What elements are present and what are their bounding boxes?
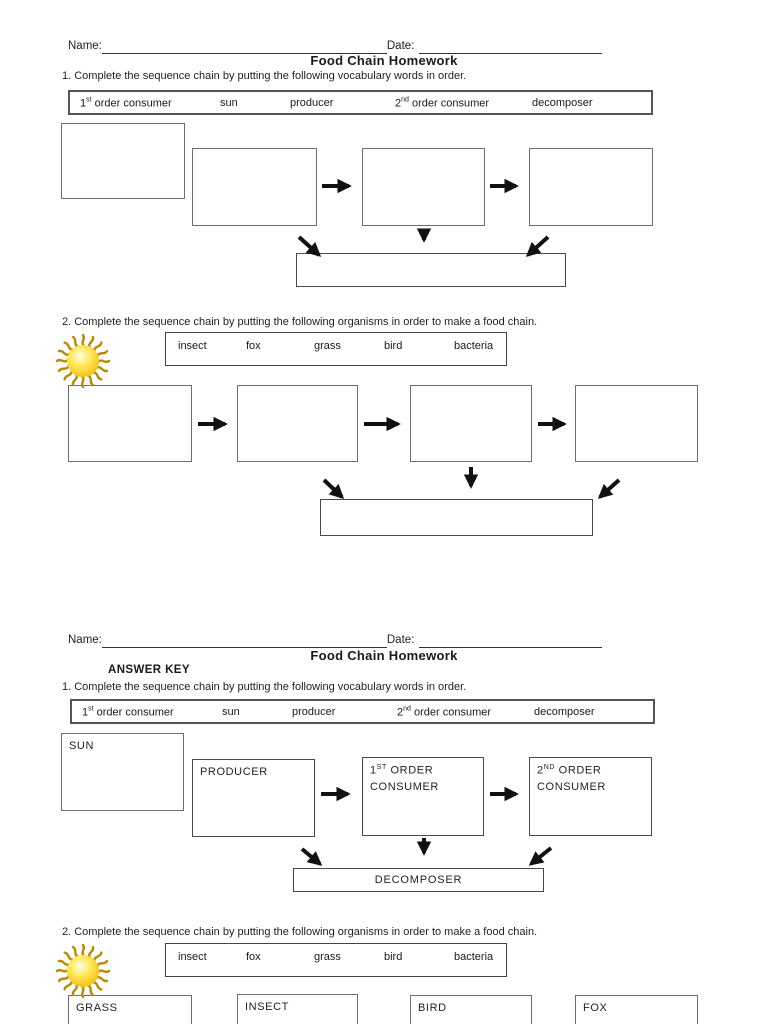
vocab-word-bank: 1st order consumer sun producer 2nd orde…: [68, 90, 653, 115]
q1-blank-box-decomposer: [296, 253, 566, 287]
answer-box-producer: PRODUCER: [192, 759, 315, 837]
bank-word-fox: fox: [246, 340, 261, 353]
bank-word-producer: producer: [292, 705, 336, 718]
answer-box-sun: SUN: [61, 733, 184, 811]
bank-word-bacteria: bacteria: [454, 951, 494, 964]
date-label: Date:: [386, 634, 415, 646]
name-blank-line: [101, 40, 387, 54]
bank-word-sun: sun: [220, 96, 238, 109]
bank-word-bird: bird: [384, 951, 403, 964]
answer-label-producer: PRODUCER: [200, 766, 268, 778]
q1-blank-box-producer: [192, 148, 317, 226]
q1-blank-box-sun: [61, 123, 185, 199]
bank-word-sun: sun: [222, 705, 240, 718]
answer-box-2nd-order: 2ND ORDER CONSUMER: [529, 757, 652, 836]
answer-box-fox: FOX: [575, 995, 698, 1024]
bank-word-producer: producer: [290, 96, 334, 109]
answer-label-grass: GRASS: [76, 1002, 118, 1014]
bank-word-grass: grass: [314, 951, 341, 964]
bank-word-decomposer: decomposer: [532, 96, 593, 109]
q2-blank-box-1: [68, 385, 192, 462]
vocab-word-bank: 1st order consumer sun producer 2nd orde…: [70, 699, 655, 724]
bank-word-2nd-order-consumer: 2nd order consumer: [395, 96, 490, 109]
page-title: Food Chain Homework: [310, 648, 458, 663]
answer-box-bird: BIRD: [410, 995, 532, 1024]
question-2-text: 2. Complete the sequence chain by puttin…: [62, 926, 538, 938]
answer-label-sun: SUN: [69, 740, 95, 752]
bank-word-insect: insect: [178, 951, 207, 964]
answer-label-decomposer: DECOMPOSER: [374, 874, 463, 886]
bank-word-1st-order-consumer: 1st order consumer: [82, 705, 174, 718]
date-label: Date:: [386, 40, 415, 52]
bank-word-insect: insect: [178, 340, 207, 353]
name-blank-line: [101, 634, 387, 648]
bank-word-grass: grass: [314, 340, 341, 353]
answer-label-1st-order: 1ST ORDER CONSUMER: [370, 764, 439, 793]
q1-blank-box-1st-order: [362, 148, 485, 226]
name-date-row: Name: Date:: [68, 36, 688, 54]
organism-word-bank: insect fox grass bird bacteria: [165, 943, 507, 977]
question-1-text: 1. Complete the sequence chain by puttin…: [62, 681, 467, 693]
answer-key-label: ANSWER KEY: [108, 664, 190, 676]
date-blank-line: [418, 634, 602, 648]
page-title: Food Chain Homework: [310, 53, 458, 68]
question-2-text: 2. Complete the sequence chain by puttin…: [62, 316, 538, 328]
question-1-text: 1. Complete the sequence chain by puttin…: [62, 70, 467, 82]
answer-label-fox: FOX: [583, 1002, 608, 1014]
date-blank-line: [418, 40, 602, 54]
answer-box-1st-order: 1ST ORDER CONSUMER: [362, 757, 484, 836]
bank-word-bacteria: bacteria: [454, 340, 494, 353]
answer-label-insect: INSECT: [245, 1001, 289, 1013]
answer-box-insect: INSECT: [237, 994, 358, 1024]
q2-blank-box-decomposer: [320, 499, 593, 536]
q2-blank-box-2: [237, 385, 358, 462]
name-date-row: Name: Date:: [68, 630, 688, 648]
answer-box-decomposer: DECOMPOSER: [293, 868, 544, 892]
sun-clipart-icon: [55, 333, 111, 389]
q1-blank-box-2nd-order: [529, 148, 653, 226]
organism-word-bank: insect fox grass bird bacteria: [165, 332, 507, 366]
bank-word-decomposer: decomposer: [534, 705, 595, 718]
bank-word-2nd-order-consumer: 2nd order consumer: [397, 705, 492, 718]
answer-label-bird: BIRD: [418, 1002, 447, 1014]
q2-blank-box-4: [575, 385, 698, 462]
sun-clipart-icon: [55, 943, 111, 999]
q2-blank-box-3: [410, 385, 532, 462]
answer-box-grass: GRASS: [68, 995, 192, 1024]
bank-word-bird: bird: [384, 340, 403, 353]
bank-word-1st-order-consumer: 1st order consumer: [80, 96, 172, 109]
name-label: Name:: [68, 634, 102, 646]
answer-label-2nd-order: 2ND ORDER CONSUMER: [537, 764, 606, 793]
bank-word-fox: fox: [246, 951, 261, 964]
name-label: Name:: [68, 40, 102, 52]
